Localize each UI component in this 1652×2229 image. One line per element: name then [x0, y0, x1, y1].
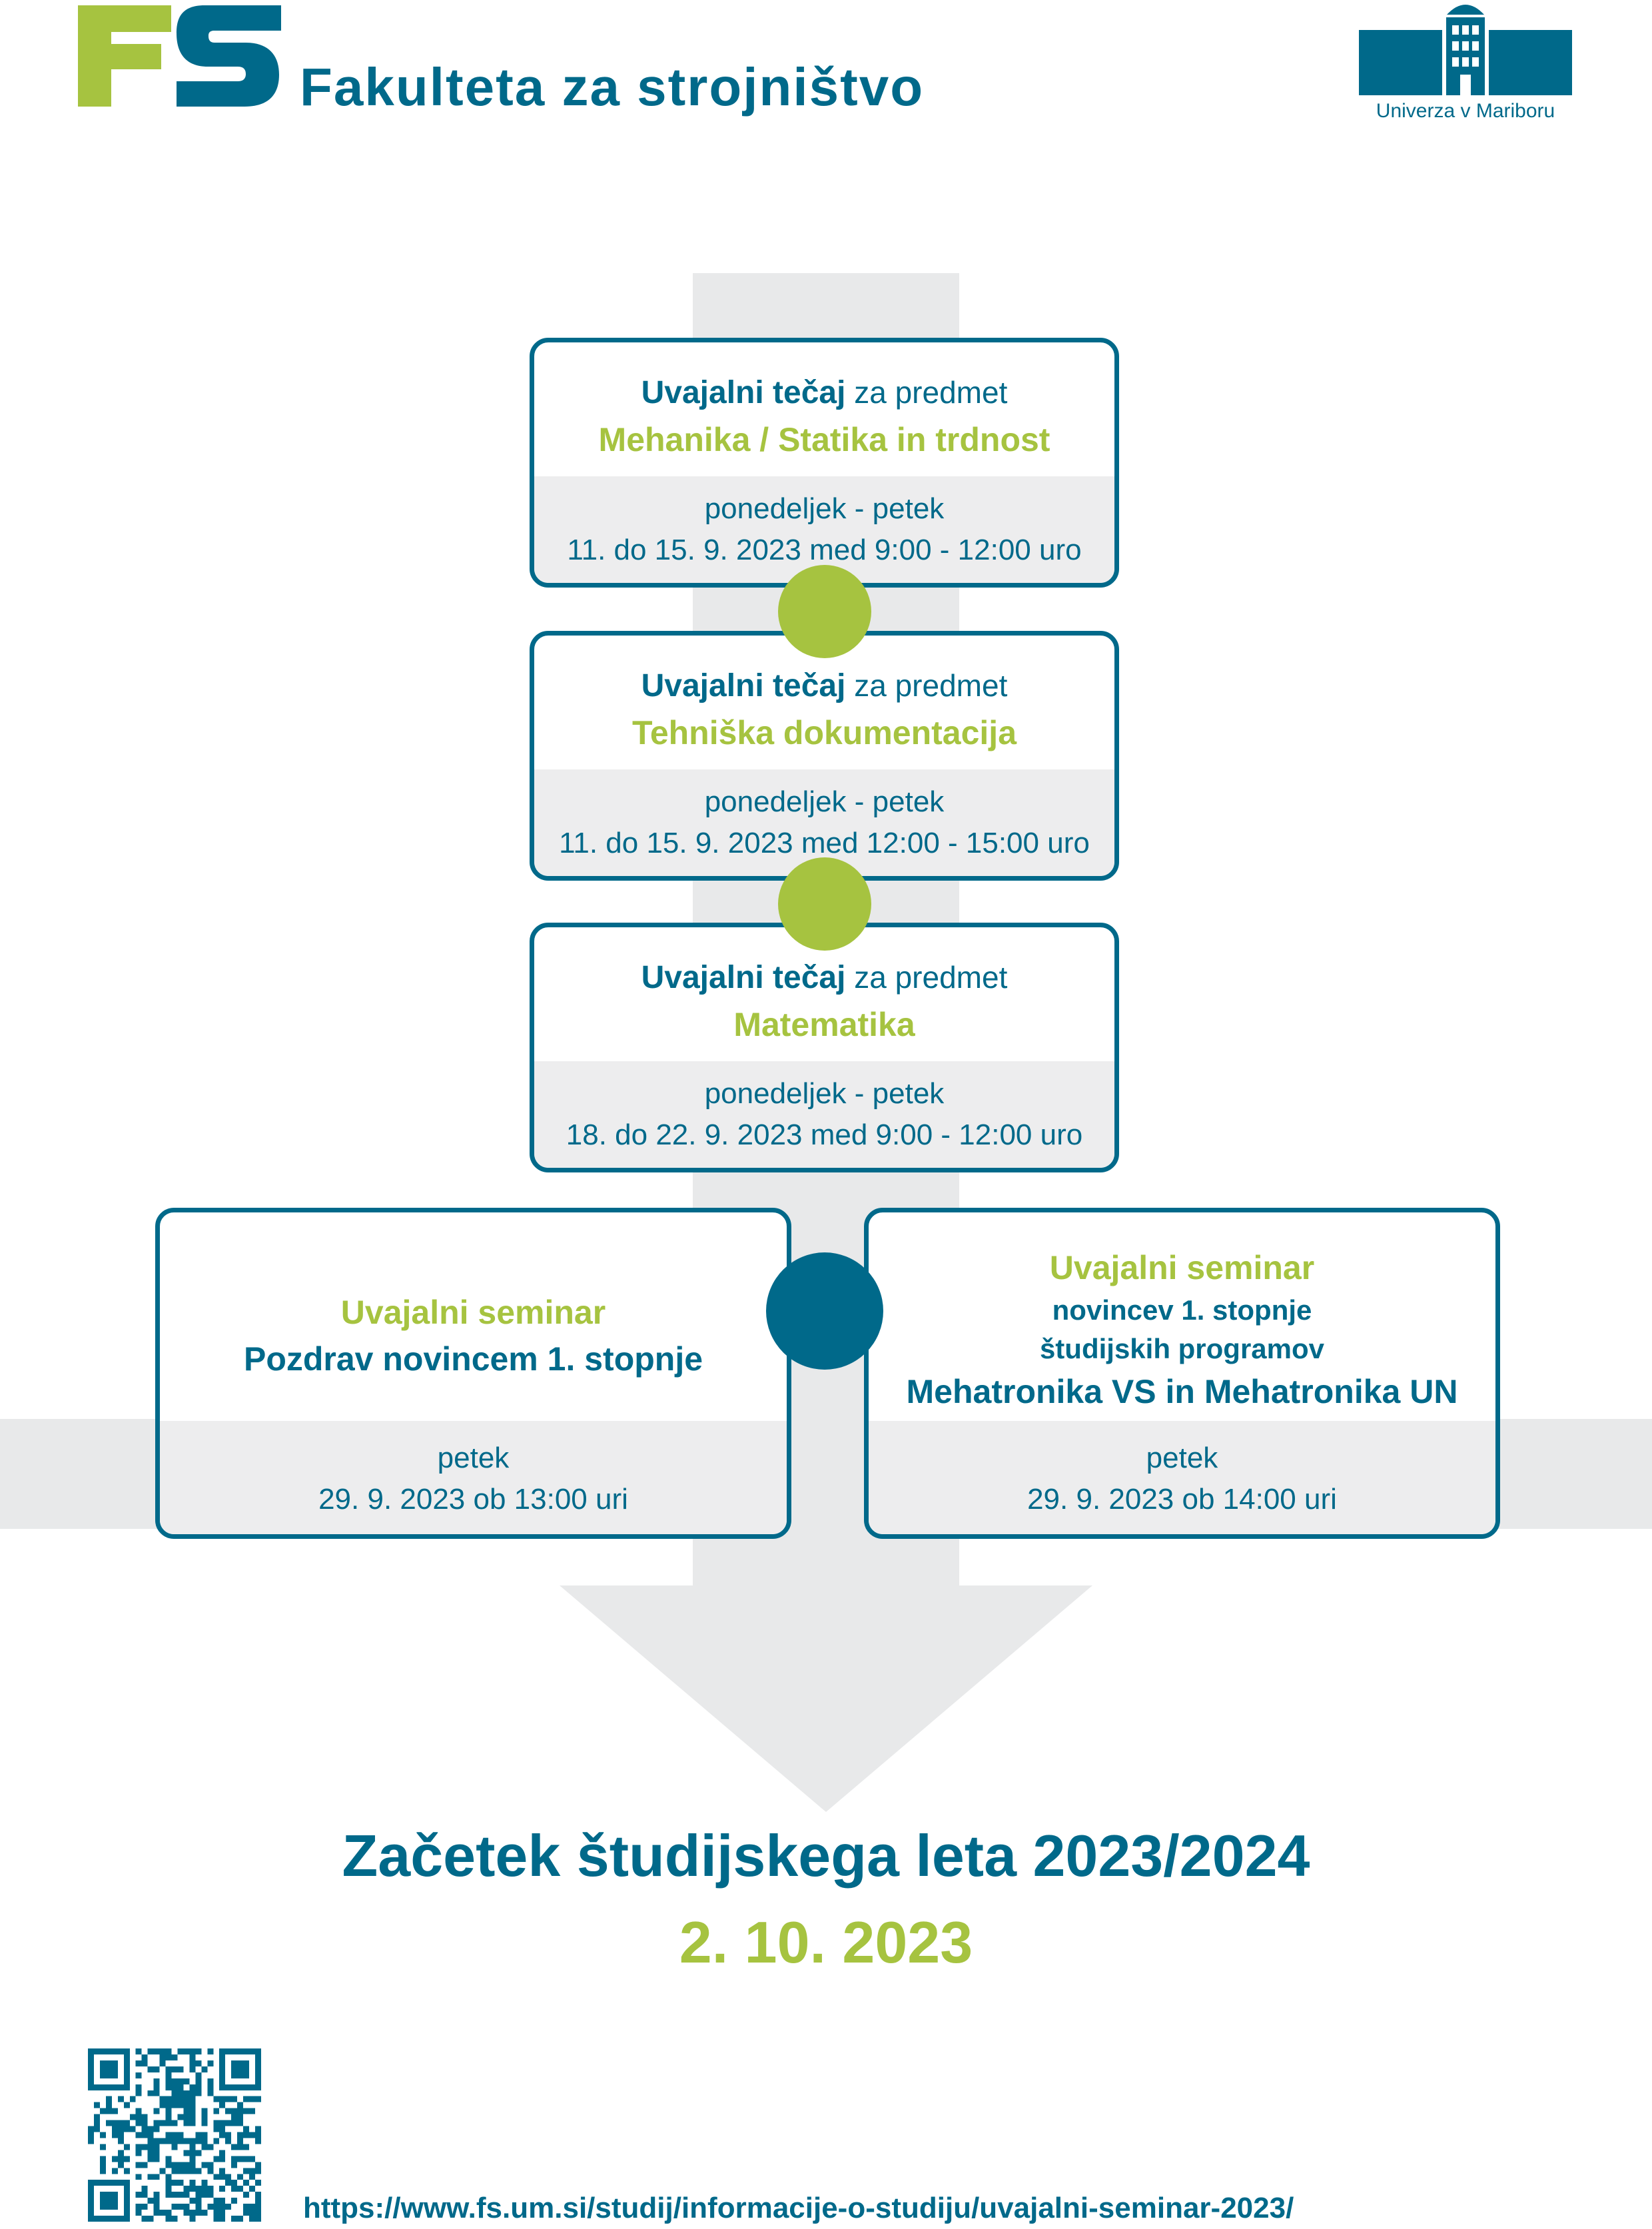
qr-code-icon: [88, 2048, 261, 2222]
course-card-matematika: Uvajalni tečaj za predmet Matematika pon…: [530, 923, 1119, 1172]
seminar-title: Uvajalni seminar: [340, 1294, 606, 1331]
course-subject: Matematika: [733, 1006, 915, 1043]
faculty-name: Fakulteta za strojništvo: [300, 57, 925, 117]
seminar-title: Uvajalni seminar: [1049, 1249, 1315, 1286]
course-prefix: Uvajalni tečaj: [641, 375, 846, 410]
seminar-line: Pozdrav novincem 1. stopnje: [243, 1340, 703, 1378]
study-year-start-date: 2. 10. 2023: [679, 1909, 973, 1975]
course-suffix: za predmet: [845, 960, 1008, 995]
course-subject: Mehanika / Statika in trdnost: [598, 421, 1050, 458]
course-days: ponedeljek - petek: [704, 1077, 945, 1110]
course-card-mehanika: Uvajalni tečaj za predmet Mehanika / Sta…: [530, 338, 1119, 588]
course-time: 11. do 15. 9. 2023 med 9:00 - 12:00 uro: [567, 534, 1082, 566]
info-url-link[interactable]: https://www.fs.um.si/studij/informacije-…: [303, 2192, 1294, 2224]
course-prefix: Uvajalni tečaj: [641, 668, 846, 703]
connector-dot: [778, 857, 871, 951]
course-subject: Tehniška dokumentacija: [631, 714, 1017, 751]
seminar-programs: Mehatronika VS in Mehatronika UN: [906, 1373, 1458, 1410]
flow-arrow-down-icon: [560, 1585, 1092, 1812]
seminar-card-mehatronika: Uvajalni seminar novincev 1. stopnje štu…: [864, 1208, 1500, 1539]
seminar-time: 29. 9. 2023 ob 13:00 uri: [318, 1483, 628, 1516]
course-suffix: za predmet: [845, 375, 1008, 410]
course-suffix: za predmet: [845, 668, 1008, 703]
seminar-line: študijskih programov: [1039, 1333, 1325, 1364]
course-time: 11. do 15. 9. 2023 med 12:00 - 15:00 uro: [559, 827, 1090, 859]
course-time: 18. do 22. 9. 2023 med 9:00 - 12:00 uro: [566, 1118, 1083, 1151]
seminar-card-welcome: Uvajalni seminar Pozdrav novincem 1. sto…: [155, 1208, 791, 1539]
university-building-icon: [1359, 5, 1572, 95]
university-logo: Univerza v Mariboru: [1359, 0, 1572, 133]
connector-dot: [778, 565, 871, 658]
course-card-tehniska: Uvajalni tečaj za predmet Tehniška dokum…: [530, 631, 1119, 881]
fs-logo: [78, 5, 281, 107]
course-days: ponedeljek - petek: [704, 492, 945, 525]
seminar-time: 29. 9. 2023 ob 14:00 uri: [1027, 1483, 1337, 1516]
university-name: Univerza v Mariboru: [1376, 100, 1555, 122]
seminar-line: novincev 1. stopnje: [1052, 1294, 1312, 1326]
split-dot: [766, 1252, 883, 1370]
study-year-start-title: Začetek študijskega leta 2023/2024: [342, 1823, 1310, 1889]
course-prefix: Uvajalni tečaj: [641, 960, 846, 995]
seminar-day: petek: [1146, 1442, 1218, 1474]
course-days: ponedeljek - petek: [704, 785, 945, 818]
seminar-day: petek: [437, 1442, 510, 1474]
